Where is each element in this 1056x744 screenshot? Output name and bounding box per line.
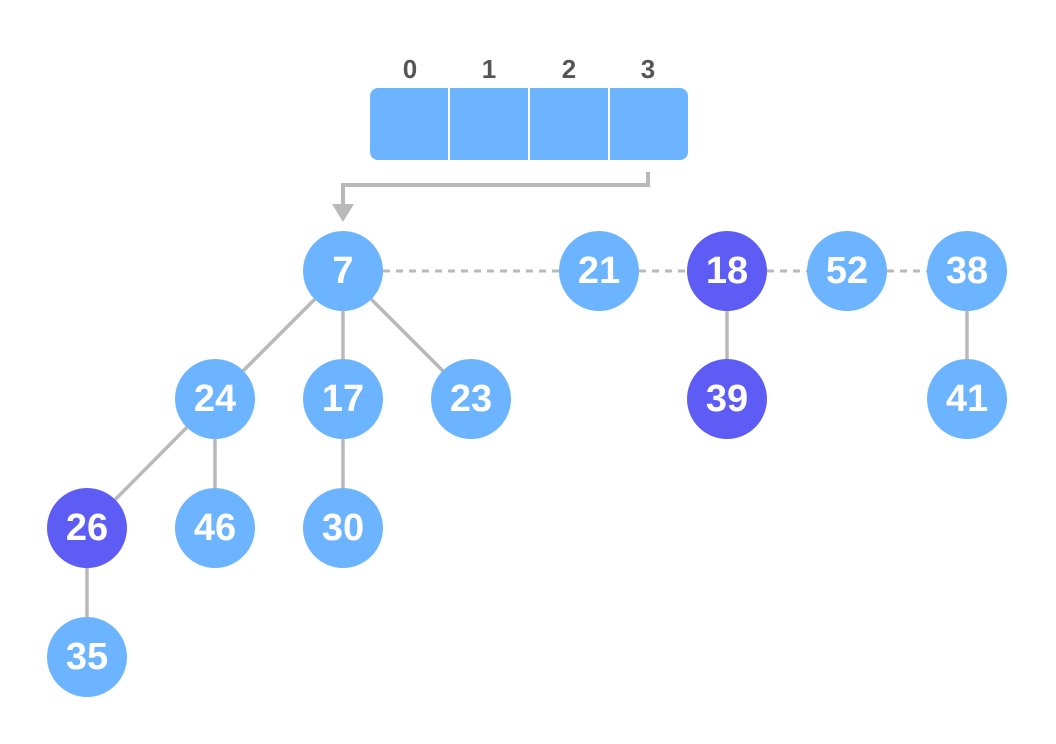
degree-array [370,88,688,160]
heap-node-17: 17 [303,359,383,439]
heap-node-23: 23 [431,359,511,439]
marked-node-18: 18 [687,231,767,311]
array-cell-2 [528,88,608,160]
array-cell-0 [370,88,448,160]
marked-node-26: 26 [47,488,127,568]
array-index-2: 2 [561,54,577,84]
array-index-1: 1 [481,54,497,84]
min-pointer-line [341,172,650,208]
heap-node-52: 52 [807,231,887,311]
array-index-3: 3 [640,54,656,84]
array-cell-1 [448,88,528,160]
heap-node-41: 41 [927,359,1007,439]
heap-node-35: 35 [47,617,127,697]
heap-node-21: 21 [559,231,639,311]
heap-node-30: 30 [303,488,383,568]
heap-node-7: 7 [303,231,383,311]
min-pointer-arrowhead [332,204,354,222]
array-cell-3 [608,88,688,160]
heap-node-24: 24 [175,359,255,439]
heap-node-46: 46 [175,488,255,568]
array-index-0: 0 [402,54,418,84]
heap-node-38: 38 [927,231,1007,311]
marked-node-39: 39 [687,359,767,439]
